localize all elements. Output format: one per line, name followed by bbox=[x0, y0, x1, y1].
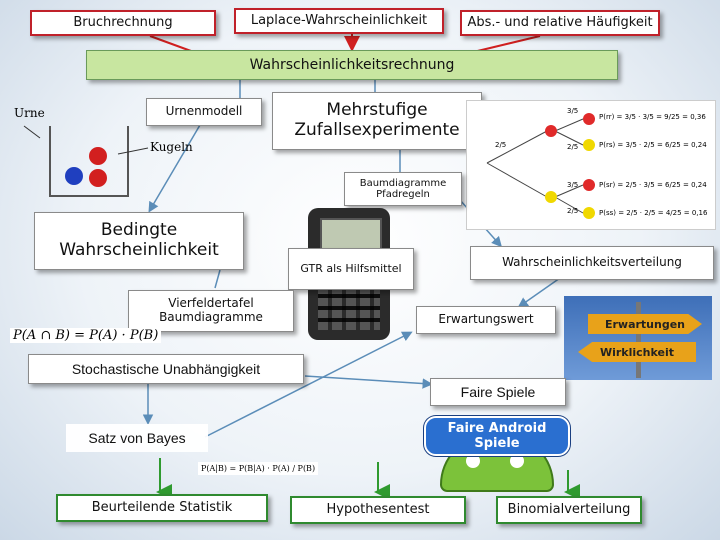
ball-blue bbox=[65, 167, 83, 185]
formula-unabhaengigkeit: P(A ∩ B) = P(A) · P(B) bbox=[10, 328, 162, 343]
box-haeufigkeit: Abs.- und relative Häufigkeit bbox=[460, 10, 660, 36]
sign-wirklichkeit: Wirklichkeit bbox=[578, 342, 696, 362]
android-game-logo: Faire Android Spiele bbox=[420, 410, 570, 492]
line-bayes-erwartung bbox=[204, 331, 413, 438]
branch-label: 2/5 bbox=[495, 141, 507, 149]
line-bedingt-vierfeld bbox=[214, 269, 221, 289]
box-bedingte: Bedingte Wahrscheinlichkeit bbox=[34, 212, 244, 270]
ball-red bbox=[89, 147, 107, 165]
box-erwartungswert: Erwartungswert bbox=[416, 306, 556, 334]
line-urne-bedingt bbox=[148, 124, 201, 213]
tree-result: P(sr) = 2/5 · 3/5 = 6/25 = 0,24 bbox=[599, 181, 707, 189]
tree-node-yellow bbox=[545, 191, 557, 203]
tree-result: P(ss) = 2/5 · 2/5 = 4/25 = 0,16 bbox=[599, 209, 708, 217]
kugeln-pointer-line bbox=[117, 147, 149, 155]
branch-label: 2/5 bbox=[567, 207, 579, 215]
urn-container bbox=[49, 126, 129, 197]
box-gtr: GTR als Hilfsmittel bbox=[288, 248, 414, 290]
tree-node-yellow bbox=[583, 207, 595, 219]
box-bruchrechnung: Bruchrechnung bbox=[30, 10, 216, 36]
box-bayes: Satz von Bayes bbox=[66, 424, 208, 452]
urn-illustration: Urne Kugeln bbox=[10, 98, 193, 208]
box-laplace: Laplace-Wahrscheinlichkeit bbox=[234, 8, 444, 34]
box-hypothesentest: Hypothesentest bbox=[290, 496, 466, 524]
tree-result: P(rr) = 3/5 · 3/5 = 9/25 = 0,36 bbox=[599, 113, 706, 121]
box-binomial: Binomialverteilung bbox=[496, 496, 642, 524]
ball-red bbox=[89, 169, 107, 187]
tree-node-red bbox=[583, 179, 595, 191]
tree-diagram: 3/5 2/5 3/5 2/5 2/5 P(rr) = 3/5 · 3/5 = … bbox=[466, 100, 716, 230]
box-urnenmodell: Urnenmodell bbox=[146, 98, 262, 126]
tree-node-yellow bbox=[583, 139, 595, 151]
tree-node-red bbox=[545, 125, 557, 137]
game-logo-text: Faire Android Spiele bbox=[424, 416, 570, 456]
urn-pointer-line bbox=[23, 125, 41, 139]
kugeln-label: Kugeln bbox=[150, 140, 193, 154]
signs-picture: Erwartungen Wirklichkeit bbox=[564, 296, 712, 380]
tree-node-red bbox=[583, 113, 595, 125]
box-faire-spiele: Faire Spiele bbox=[430, 378, 566, 406]
tree-result: P(rs) = 3/5 · 2/5 = 6/25 = 0,24 bbox=[599, 141, 707, 149]
urne-label: Urne bbox=[14, 106, 45, 120]
formula-bayes: P(A|B) = P(B|A) · P(A) / P(B) bbox=[198, 462, 319, 475]
box-unabhaengigkeit: Stochastische Unabhängigkeit bbox=[28, 354, 304, 384]
box-statistik: Beurteilende Statistik bbox=[56, 494, 268, 522]
branch-label: 2/5 bbox=[567, 143, 579, 151]
sign-erwartungen: Erwartungen bbox=[588, 314, 702, 334]
line-verteilung-erwartung bbox=[517, 277, 561, 308]
box-vierfeldertafel: Vierfeldertafel Baumdiagramme bbox=[128, 290, 294, 332]
branch-label: 3/5 bbox=[567, 181, 579, 189]
box-mehrstufig: Mehrstufige Zufallsexperimente bbox=[272, 92, 482, 150]
box-verteilung: Wahrscheinlichkeitsverteilung bbox=[470, 246, 714, 280]
banner-wahrscheinlichkeitsrechnung: Wahrscheinlichkeitsrechnung bbox=[86, 50, 618, 80]
box-baumdiagramme-pfadregeln: Baumdiagramme Pfadregeln bbox=[344, 172, 462, 206]
branch-label: 3/5 bbox=[567, 107, 579, 115]
line-unab-faire bbox=[304, 375, 433, 389]
